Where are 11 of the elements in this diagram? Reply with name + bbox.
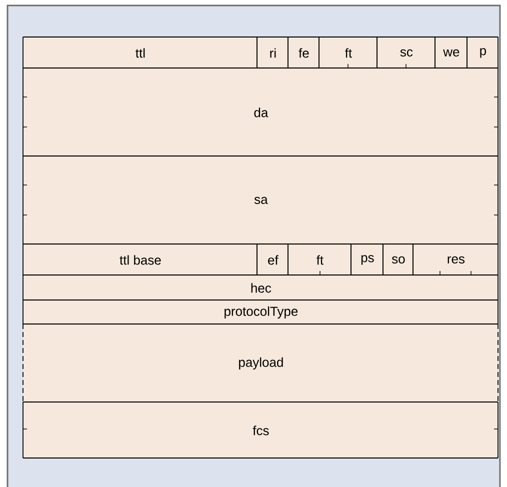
field-cell: ft: [318, 36, 378, 68]
field-cell: fcs: [22, 402, 498, 458]
field-cell: ef: [256, 244, 288, 276]
field-cell: we: [434, 36, 468, 68]
field-cell: p: [466, 36, 498, 68]
field-cell: sc: [376, 36, 436, 68]
field-cell: so: [382, 244, 414, 276]
field-cell: protocolType: [22, 300, 498, 324]
field-cell: fe: [288, 36, 320, 68]
field-cell: ri: [256, 36, 288, 68]
field-cell: ps: [350, 244, 384, 276]
